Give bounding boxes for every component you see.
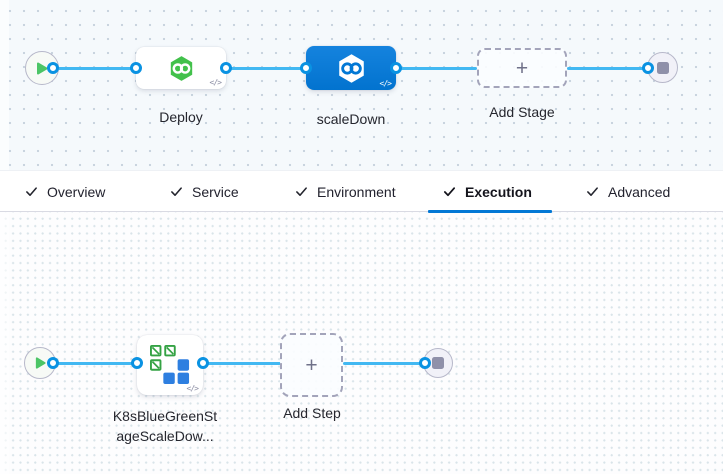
check-icon xyxy=(443,187,456,197)
stop-square-icon xyxy=(656,61,669,74)
check-icon xyxy=(171,187,182,197)
connector-port xyxy=(642,62,654,74)
step-label: K8sBlueGreenSt ageScaleDow... xyxy=(95,406,235,446)
connector-port xyxy=(131,357,143,369)
canvas-left-gutter xyxy=(0,212,9,474)
step-label-line1: K8sBlueGreenSt xyxy=(112,408,218,424)
stop-square-icon xyxy=(432,357,444,369)
connector-line xyxy=(343,361,426,365)
stage-label: Deploy xyxy=(159,109,203,125)
connector-port xyxy=(390,62,402,74)
play-icon xyxy=(35,357,46,369)
connector-port xyxy=(220,62,232,74)
add-stage-button[interactable]: + xyxy=(477,48,567,88)
connector-line xyxy=(396,66,477,70)
tab-environment[interactable]: Environment xyxy=(295,171,396,212)
stage-label: scaleDown xyxy=(316,111,386,127)
step-node-k8s-bluegreen-scaledown[interactable]: </> xyxy=(137,335,203,395)
tab-label: Advanced xyxy=(608,183,671,200)
cd-stage-icon-selected xyxy=(338,53,364,83)
connector-line xyxy=(52,66,136,70)
canvas-left-gutter xyxy=(0,0,9,170)
connector-line xyxy=(226,66,306,70)
execution-graph-canvas[interactable]: </> K8sBlueGreenSt ageScaleDow... + Add … xyxy=(0,212,723,474)
tab-execution[interactable]: Execution xyxy=(428,171,552,213)
tab-service[interactable]: Service xyxy=(170,171,239,212)
code-badge-icon: </> xyxy=(186,384,199,393)
stage-graph-canvas[interactable]: </> Deploy </> scaleDown + Add Stage xyxy=(0,0,723,170)
connector-port xyxy=(197,357,209,369)
stage-node-deploy[interactable]: </> xyxy=(136,47,226,89)
tab-label: Overview xyxy=(47,183,106,200)
cd-stage-icon xyxy=(170,55,192,81)
check-icon xyxy=(587,187,598,197)
tab-label: Service xyxy=(192,183,239,200)
stage-config-tabs: Overview Service Environment Execution xyxy=(0,170,723,213)
plus-icon: + xyxy=(305,353,318,377)
connector-port xyxy=(419,357,431,369)
check-icon xyxy=(296,187,307,197)
k8s-scaledown-step-icon xyxy=(150,345,190,385)
add-step-button[interactable]: + xyxy=(280,333,343,397)
connector-port xyxy=(47,62,59,74)
code-badge-icon: </> xyxy=(209,78,222,87)
connector-port xyxy=(130,62,142,74)
tab-label: Environment xyxy=(317,183,396,200)
connector-port xyxy=(47,357,59,369)
tab-advanced[interactable]: Advanced xyxy=(586,171,670,212)
connector-line xyxy=(203,361,281,365)
tab-label: Execution xyxy=(465,183,532,200)
active-tab-underline xyxy=(428,210,552,213)
tab-overview[interactable]: Overview xyxy=(25,171,105,212)
connector-port xyxy=(300,62,312,74)
add-stage-label: Add Stage xyxy=(489,104,555,120)
stage-node-scaledown[interactable]: </> xyxy=(306,46,396,90)
check-icon xyxy=(26,187,37,197)
code-badge-icon: </> xyxy=(379,79,392,88)
step-label-line2: ageScaleDow... xyxy=(116,428,214,444)
connector-line xyxy=(567,66,648,70)
add-step-label: Add Step xyxy=(283,405,341,421)
connector-line xyxy=(53,361,137,365)
play-icon xyxy=(37,62,48,74)
plus-icon: + xyxy=(515,56,529,80)
